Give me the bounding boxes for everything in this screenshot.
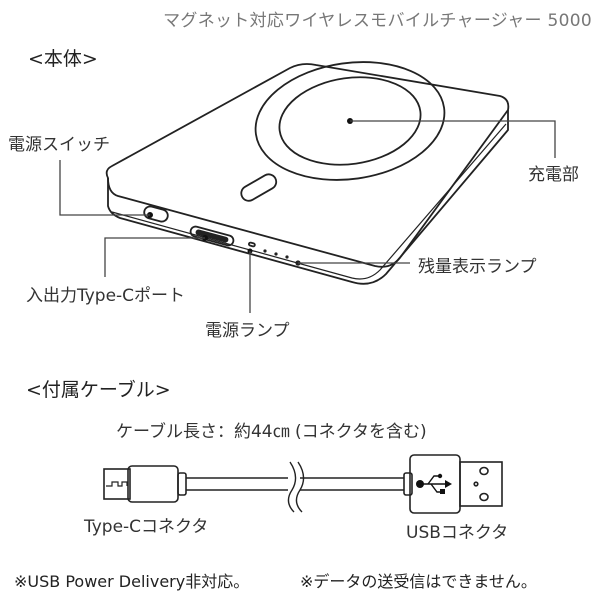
usb-plug: [459, 461, 503, 507]
device-logo-oval: [240, 173, 278, 202]
product-title: マグネット対応ワイヤレスモバイルチャージャー 5000: [163, 11, 592, 31]
type-c-tip: [103, 468, 131, 500]
label-type-c-connector: Type-Cコネクタ: [84, 517, 209, 537]
label-power-lamp: 電源ランプ: [205, 321, 290, 341]
label-charging-area: 充電部: [528, 165, 579, 185]
type-c-body: [127, 465, 179, 503]
label-battery-level-lamps: 残量表示ランプ: [418, 257, 537, 277]
cable-section-heading: <付属ケーブル>: [26, 379, 171, 401]
label-io-port: 入出力Type-Cポート: [26, 286, 186, 306]
footer-note-power-delivery: ※USB Power Delivery非対応。: [14, 572, 250, 591]
device-top-face: [105, 63, 510, 268]
footer-note-no-data: ※データの送受信はできません。: [300, 572, 537, 591]
power-lamp-indicator: [248, 241, 256, 248]
device-side-edge: [107, 110, 509, 285]
body-section-heading: <本体>: [28, 48, 98, 70]
label-power-switch: 電源スイッチ: [8, 135, 110, 155]
cable-illustration: [103, 454, 503, 514]
magnetic-ring-outer: [254, 61, 446, 181]
usb-trident-icon: [416, 473, 452, 494]
charging-pad-inner: [278, 76, 422, 166]
label-usb-connector: USBコネクタ: [406, 523, 509, 543]
power-switch-slot: [143, 205, 169, 223]
cable-length-note: ケーブル長さ：約44㎝ (コネクタを含む): [116, 422, 427, 442]
type-c-port-slot: [189, 225, 235, 247]
